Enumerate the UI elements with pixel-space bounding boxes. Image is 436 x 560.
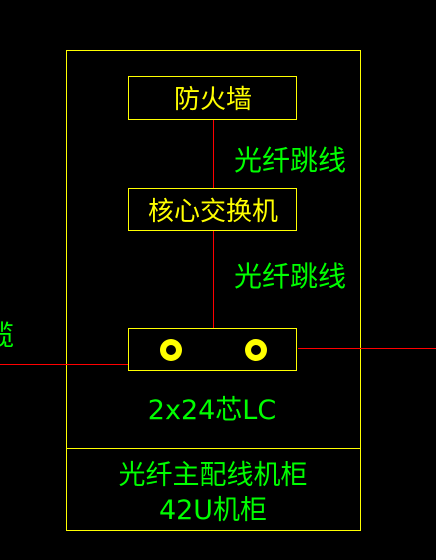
core-switch-box [128, 188, 297, 231]
cabinet-name: 光纤主配线机柜 [119, 460, 308, 491]
core-switch-label: 核心交换机 [148, 197, 278, 227]
lc-connector-icon-left [160, 339, 182, 361]
patch-panel-box [128, 328, 297, 371]
cabinet-size: 42U机柜 [159, 495, 267, 526]
firewall-box [128, 76, 297, 120]
fiber-jumper-label-2: 光纤跳线 [234, 260, 346, 293]
lc-connector-icon-right [245, 339, 267, 361]
cabinet-outline [66, 50, 361, 531]
firewall-label: 防火墙 [174, 85, 252, 115]
patch-panel-label: 2x24芯LC [148, 395, 276, 426]
fiber-jumper-label-1: 光纤跳线 [234, 144, 346, 177]
left-edge-cable-label: 缆 [0, 319, 14, 352]
